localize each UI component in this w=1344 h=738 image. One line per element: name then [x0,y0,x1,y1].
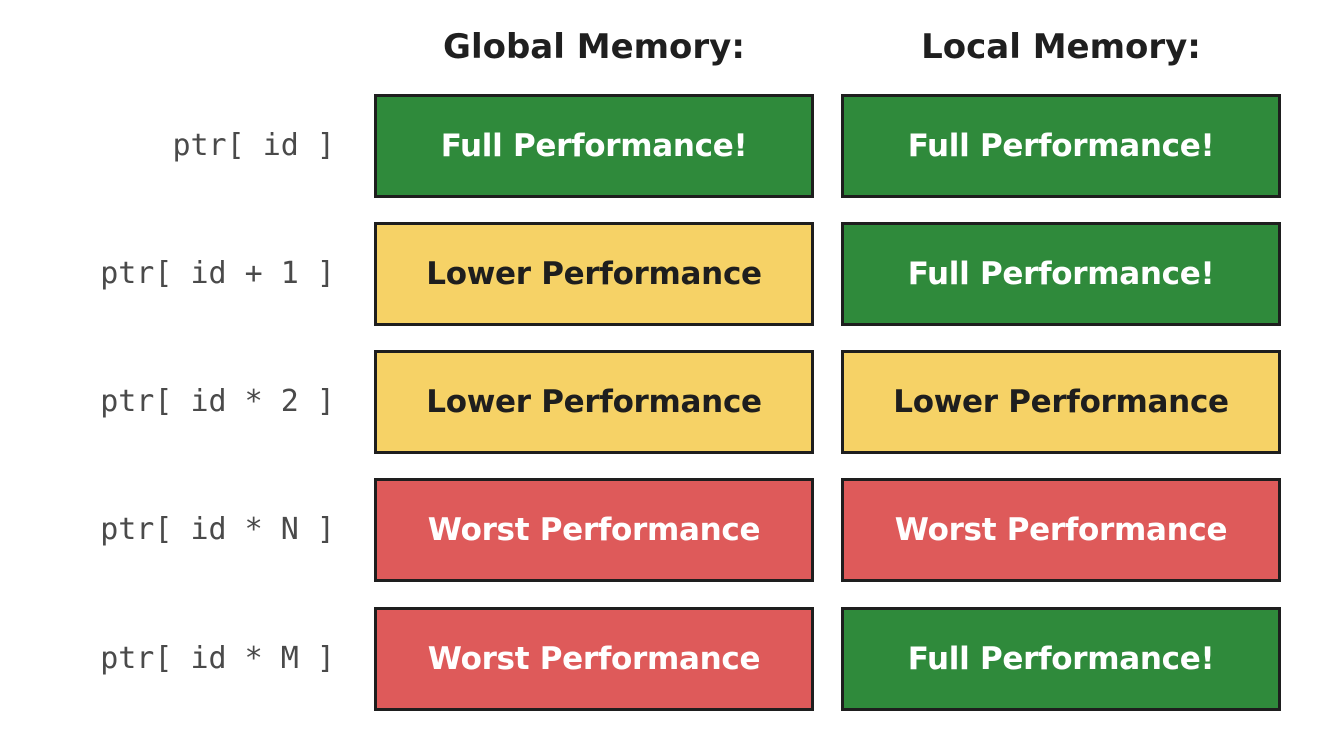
local-memory-cell: Lower Performance [841,350,1281,454]
access-pattern-label: ptr[ id + 1 ] [100,256,335,291]
local-memory-cell: Full Performance! [841,222,1281,326]
global-memory-cell: Worst Performance [374,607,814,711]
global-memory-cell: Lower Performance [374,222,814,326]
local-memory-cell: Worst Performance [841,478,1281,582]
access-pattern-label: ptr[ id * 2 ] [100,384,335,419]
global-memory-header: Global Memory: [443,27,745,67]
local-memory-cell: Full Performance! [841,607,1281,711]
local-memory-cell: Full Performance! [841,94,1281,198]
access-pattern-label: ptr[ id * M ] [100,641,335,676]
access-pattern-label: ptr[ id ] [172,128,335,163]
access-pattern-label: ptr[ id * N ] [100,512,335,547]
local-memory-header: Local Memory: [921,27,1201,67]
global-memory-cell: Full Performance! [374,94,814,198]
global-memory-cell: Lower Performance [374,350,814,454]
global-memory-cell: Worst Performance [374,478,814,582]
